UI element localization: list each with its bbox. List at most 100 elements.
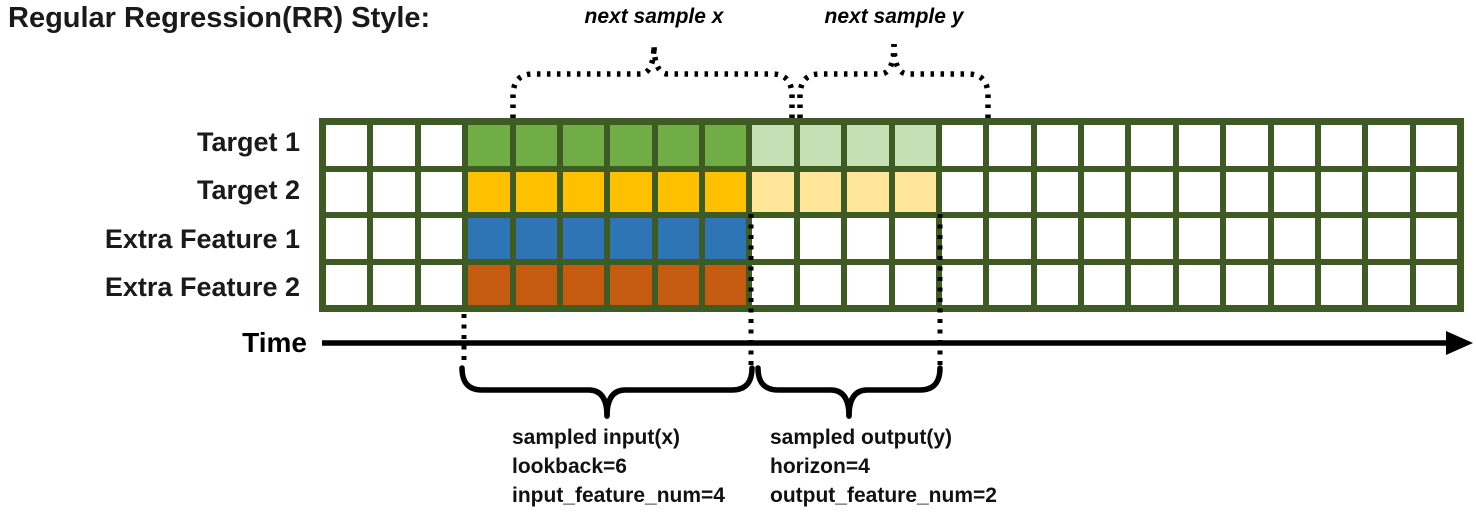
sampled-output-note: sampled output(y) horizon=4 output_featu… bbox=[770, 423, 1090, 510]
timestep-cell bbox=[752, 264, 794, 305]
timestep-cell bbox=[1226, 171, 1268, 212]
timestep-cell bbox=[657, 125, 699, 166]
timestep-cell bbox=[1273, 171, 1315, 212]
timestep-cell bbox=[1131, 125, 1173, 166]
timestep-cell bbox=[799, 264, 842, 305]
timestep-grid bbox=[319, 118, 1464, 312]
timestep-cell bbox=[1226, 125, 1268, 166]
timestep-cell bbox=[1415, 264, 1457, 305]
timestep-cell bbox=[1320, 125, 1363, 166]
timestep-cell bbox=[894, 218, 936, 259]
next-sample-x-brace-icon bbox=[510, 43, 795, 118]
timestep-cell bbox=[894, 125, 936, 166]
timestep-cell bbox=[420, 218, 463, 259]
timestep-cell bbox=[847, 125, 889, 166]
sampled-input-brace-icon bbox=[459, 365, 755, 419]
timestep-cell bbox=[799, 171, 842, 212]
timestep-cell bbox=[1226, 218, 1268, 259]
timestep-cell bbox=[420, 125, 463, 166]
timestep-cell bbox=[657, 264, 699, 305]
timestep-cell bbox=[1368, 125, 1410, 166]
timestep-cell bbox=[562, 264, 605, 305]
timestep-cell bbox=[1084, 218, 1126, 259]
timestep-cell bbox=[468, 218, 510, 259]
timestep-cell bbox=[989, 218, 1031, 259]
timestep-cell bbox=[373, 171, 415, 212]
timestep-cell bbox=[1036, 218, 1078, 259]
timestep-cell bbox=[1320, 171, 1363, 212]
timestep-cell bbox=[941, 171, 984, 212]
timestep-cell bbox=[1415, 125, 1457, 166]
time-axis-label: Time bbox=[242, 327, 307, 358]
timestep-cell bbox=[610, 218, 652, 259]
timestep-cell bbox=[420, 171, 463, 212]
timestep-cell bbox=[705, 218, 747, 259]
timestep-cell bbox=[1036, 171, 1078, 212]
row-label-extra-feature-2: Extra Feature 2 bbox=[104, 272, 300, 303]
timestep-cell bbox=[1415, 218, 1457, 259]
timestep-cell bbox=[1178, 171, 1221, 212]
timestep-cell bbox=[705, 171, 747, 212]
timestep-cell bbox=[705, 264, 747, 305]
timestep-cell bbox=[1368, 171, 1410, 212]
time-axis-arrow-icon bbox=[322, 331, 1473, 355]
timestep-cell bbox=[1273, 125, 1315, 166]
timestep-cell bbox=[515, 125, 557, 166]
timestep-cell bbox=[515, 218, 557, 259]
timestep-cell bbox=[1178, 218, 1221, 259]
timestep-cell bbox=[657, 218, 699, 259]
timestep-cell bbox=[468, 125, 510, 166]
timestep-cell bbox=[989, 171, 1031, 212]
timestep-cell bbox=[326, 264, 368, 305]
timestep-cell bbox=[420, 264, 463, 305]
timestep-cell bbox=[326, 171, 368, 212]
timestep-cell bbox=[562, 125, 605, 166]
timestep-cell bbox=[1368, 264, 1410, 305]
sampled-output-line: sampled output(y) bbox=[770, 426, 952, 449]
timestep-cell bbox=[799, 218, 842, 259]
timestep-cell bbox=[515, 171, 557, 212]
timestep-cell bbox=[1178, 264, 1221, 305]
timestep-cell bbox=[941, 125, 984, 166]
timestep-cell bbox=[562, 218, 605, 259]
timestep-cell bbox=[1320, 218, 1363, 259]
timestep-cell bbox=[1131, 264, 1173, 305]
next-sample-y-brace-icon bbox=[797, 43, 991, 118]
timestep-cell bbox=[610, 171, 652, 212]
timestep-cell bbox=[941, 264, 984, 305]
timestep-cell bbox=[1368, 218, 1410, 259]
timestep-cell bbox=[1415, 171, 1457, 212]
timestep-cell bbox=[468, 171, 510, 212]
timestep-cell bbox=[373, 125, 415, 166]
timestep-cell bbox=[373, 264, 415, 305]
timestep-cell bbox=[1131, 218, 1173, 259]
timestep-cell bbox=[1273, 264, 1315, 305]
timestep-cell bbox=[326, 218, 368, 259]
timestep-cell bbox=[610, 264, 652, 305]
timestep-cell bbox=[657, 171, 699, 212]
timestep-cell bbox=[941, 218, 984, 259]
output-feature-line: output_feature_num=2 bbox=[770, 484, 997, 507]
row-label-target-1: Target 1 bbox=[196, 126, 300, 157]
sampled-output-brace-icon bbox=[755, 365, 943, 419]
timestep-cell bbox=[847, 218, 889, 259]
timestep-cell bbox=[1320, 264, 1363, 305]
timestep-cell bbox=[752, 218, 794, 259]
timestep-cell bbox=[373, 218, 415, 259]
next-sample-x-label: next sample x bbox=[584, 5, 724, 28]
row-label-target-2: Target 2 bbox=[196, 175, 300, 206]
sampled-input-note: sampled input(x) lookback=6 input_featur… bbox=[512, 423, 832, 510]
timestep-cell bbox=[326, 125, 368, 166]
timestep-cell bbox=[752, 171, 794, 212]
timestep-cell bbox=[1178, 125, 1221, 166]
timestep-cell bbox=[468, 264, 510, 305]
row-label-extra-feature-1: Extra Feature 1 bbox=[104, 223, 300, 254]
timestep-cell bbox=[515, 264, 557, 305]
timestep-cell bbox=[1226, 264, 1268, 305]
timestep-cell bbox=[989, 125, 1031, 166]
next-sample-y-label: next sample y bbox=[824, 5, 964, 28]
timestep-cell bbox=[705, 125, 747, 166]
diagram-title: Regular Regression(RR) Style: bbox=[8, 2, 431, 34]
timestep-cell bbox=[847, 264, 889, 305]
